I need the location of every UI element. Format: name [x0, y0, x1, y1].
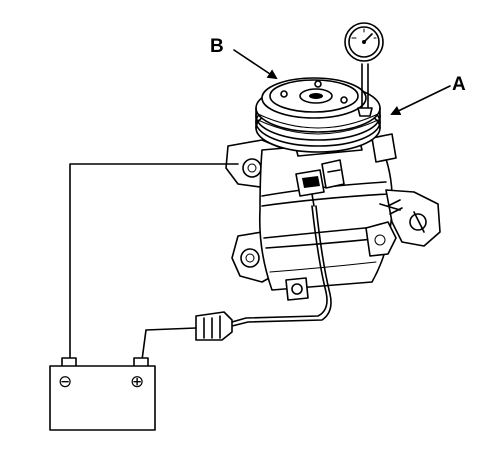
- label-a: A: [452, 74, 466, 95]
- battery: ⊖ ⊕: [49, 357, 156, 431]
- compressor-connector: [295, 159, 345, 207]
- callout-arrows: [233, 49, 451, 116]
- dial-gauge: [344, 22, 384, 117]
- battery-negative-symbol: ⊖: [58, 372, 72, 392]
- arrow-b: [233, 49, 278, 80]
- armature-plate: [261, 77, 367, 119]
- arrow-a: [390, 85, 451, 116]
- battery-case: [49, 365, 156, 431]
- wiring: [69, 163, 332, 361]
- label-b: B: [210, 36, 224, 57]
- battery-positive-symbol: ⊕: [130, 372, 144, 392]
